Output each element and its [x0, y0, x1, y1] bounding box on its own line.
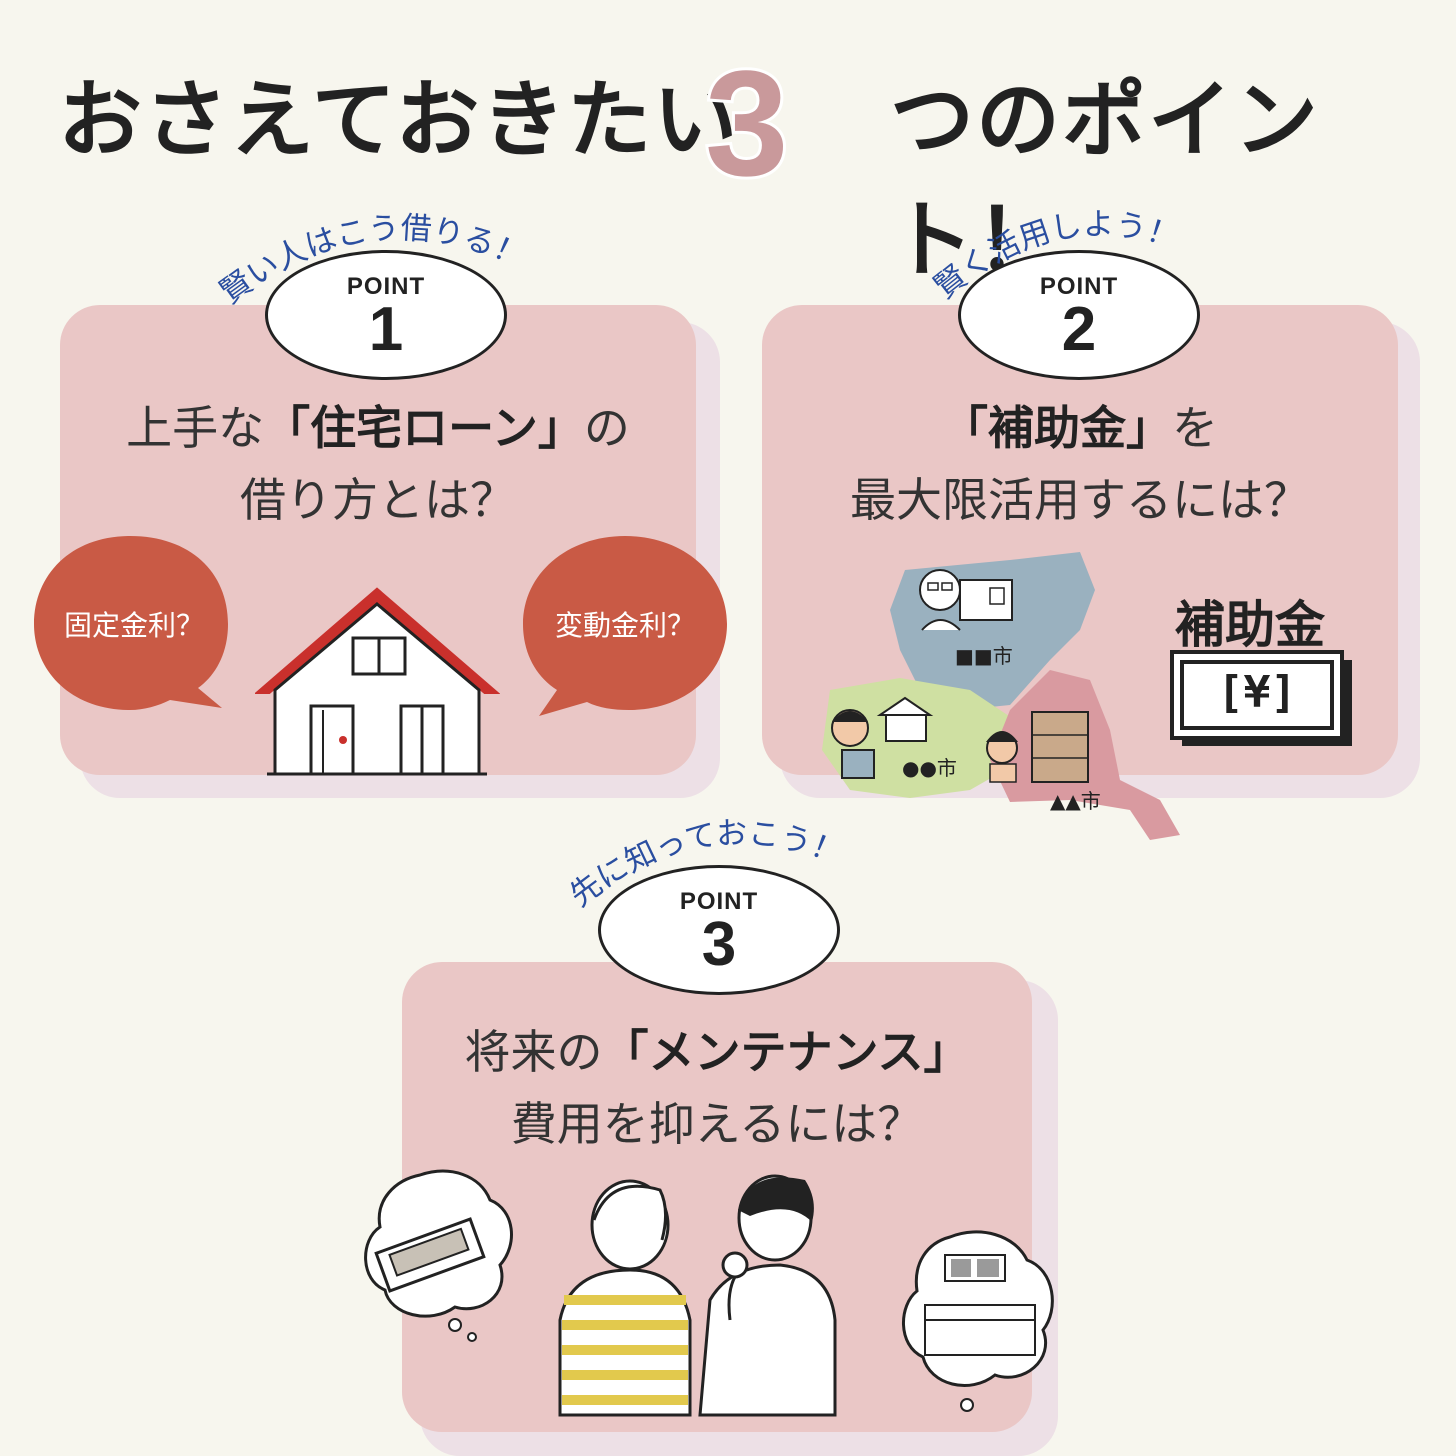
city-label-b: ●●市 [902, 756, 957, 780]
point3-line2: 費用を抑えるには？ [510, 1097, 924, 1151]
house-icon [255, 587, 500, 776]
point3-line1-bold: 「メンテナンス」 [602, 1025, 970, 1079]
bubble-right-text: 変動金利？ [554, 609, 695, 642]
point2-line1-bold: 「補助金」 [942, 401, 1172, 455]
point2-heading: 「補助金」を 最大限活用するには？ [762, 392, 1398, 536]
point1-badge-label: POINT [346, 273, 426, 300]
point3-line1: 将来の「メンテナンス」 [402, 1016, 1032, 1088]
point2-badge-number: 2 [1061, 295, 1097, 364]
headline-left-text: おさえておきたい [58, 71, 740, 169]
yen-card-text: [¥] [1217, 667, 1297, 718]
city-label-c: ▲▲市 [1050, 789, 1101, 813]
point1-badge: POINT 1 [265, 250, 507, 380]
bubble-left-text: 固定金利？ [63, 609, 204, 642]
speech-bubble-left-icon [34, 536, 228, 710]
point3-badge-label: POINT [679, 888, 759, 915]
yen-banknote-icon [1170, 650, 1352, 746]
point1-line1-post: の [583, 401, 630, 455]
bathtub-thought-icon [364, 1169, 513, 1342]
point2-badge: POINT 2 [958, 250, 1200, 380]
point1-badge-number: 1 [368, 295, 404, 364]
subsidy-label: 補助金 [1175, 596, 1325, 654]
headline-right-text: つのポイント！ [890, 71, 1321, 289]
kitchen-thought-icon [902, 1230, 1054, 1412]
city-label-a: ■■市 [955, 644, 1013, 668]
couple-thinking-icon [558, 1174, 837, 1417]
point2-badge-label: POINT [1039, 273, 1119, 300]
point3-heading: 将来の「メンテナンス」 費用を抑えるには？ [402, 1016, 1032, 1160]
point3-badge: POINT 3 [598, 865, 840, 995]
headline-number: 3 [702, 36, 791, 210]
point2-line1: 「補助金」を [762, 392, 1398, 464]
point3-badge-number: 3 [701, 910, 737, 979]
point1-line1-bold: 「住宅ローン」 [264, 401, 584, 455]
point1-line1-pre: 上手な [126, 401, 265, 455]
point1-line2: 借り方とは？ [240, 473, 516, 527]
point1-line1: 上手な「住宅ローン」の [60, 392, 696, 464]
point1-heading: 上手な「住宅ローン」の 借り方とは？ [60, 392, 696, 536]
headline: おさえておきたい 3 つのポイント！ [0, 36, 1456, 289]
point2-line2: 最大限活用するには？ [850, 473, 1310, 527]
city-map-icon [822, 552, 1180, 840]
speech-bubble-right-icon [523, 536, 727, 716]
point2-line1-post: を [1172, 401, 1218, 455]
point3-line1-pre: 将来の [464, 1025, 603, 1079]
